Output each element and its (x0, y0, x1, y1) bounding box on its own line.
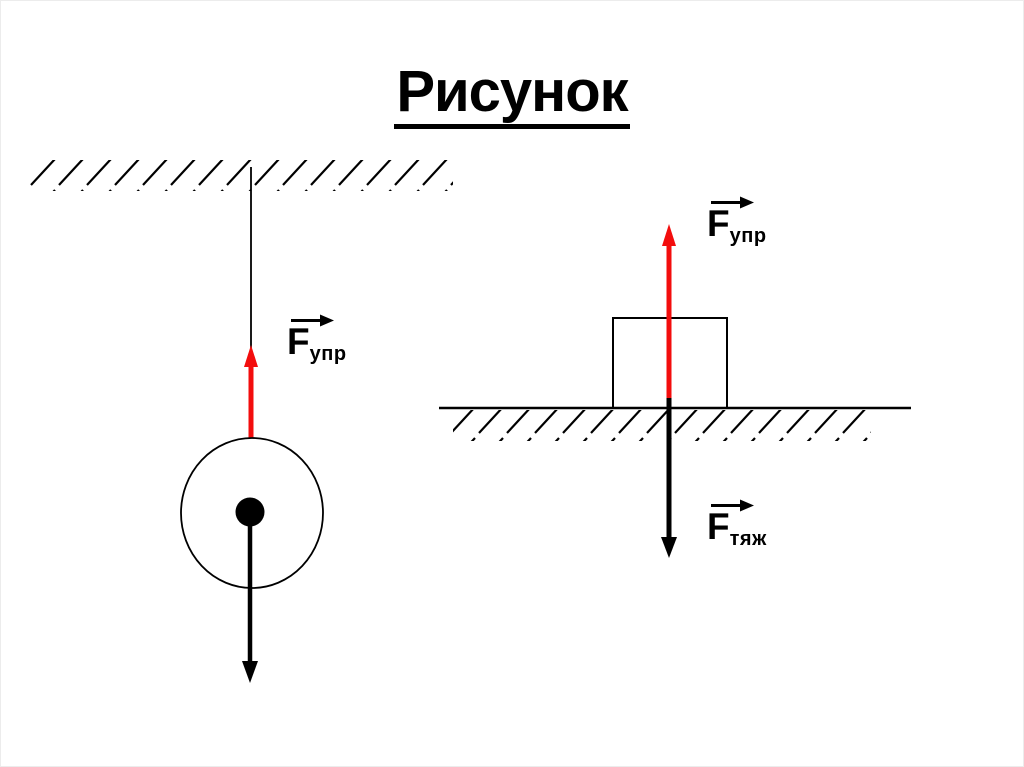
vector-arrow-icon (711, 499, 754, 512)
ground-hatching (453, 410, 871, 441)
gravity-force-head-right (661, 537, 677, 558)
elastic-force-head-right (662, 224, 676, 246)
force-label-gravity-right: F тяж (707, 498, 767, 549)
vector-arrow-icon (711, 196, 754, 209)
vector-arrow-icon (291, 314, 334, 327)
page-title: Рисунок (1, 63, 1023, 129)
elastic-force-head-left (244, 345, 258, 367)
page-title-text: Рисунок (394, 63, 630, 129)
gravity-force-arrow-left (242, 512, 258, 683)
force-symbol: F (707, 203, 730, 244)
ceiling-hatching (29, 160, 453, 191)
elastic-force-arrow-left (244, 345, 258, 439)
force-subscript: упр (729, 225, 767, 247)
force-label-elastic-right: F упр (707, 195, 767, 246)
force-symbol: F (707, 506, 730, 547)
right-diagram-block-on-ground (439, 224, 911, 558)
force-subscript: тяж (729, 528, 767, 550)
left-diagram-ball-on-string (29, 160, 453, 683)
gravity-force-head-left (242, 661, 258, 683)
force-subscript: упр (309, 343, 347, 365)
elastic-force-arrow-right (662, 224, 676, 404)
force-label-elastic-left: F упр (287, 313, 347, 364)
force-symbol: F (287, 321, 310, 362)
gravity-force-arrow-right (661, 398, 677, 558)
